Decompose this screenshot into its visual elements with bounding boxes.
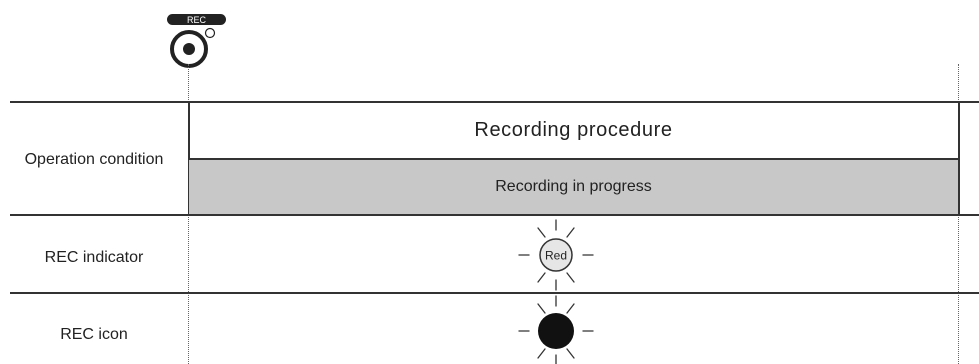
rec-icon-dot-icon (518, 295, 594, 364)
row-divider-1 (10, 214, 979, 216)
rec-lamp-icon (204, 27, 216, 39)
recording-procedure-title: Recording procedure (474, 118, 673, 141)
recording-in-progress-bar: Recording in progress (189, 160, 960, 214)
rec-badge-label: REC (187, 15, 207, 25)
recording-in-progress-label: Recording in progress (495, 178, 652, 195)
rec-button-illustration: REC (167, 14, 226, 68)
rec-indicator-label: REC indicator (44, 249, 144, 266)
lamp-glow-rays (518, 219, 594, 291)
recording-procedure-header: Recording procedure (189, 102, 960, 160)
operation-condition-label: Operation condition (24, 151, 164, 168)
lamp-color-label: Red (545, 249, 567, 263)
rec-button-dot (183, 43, 195, 55)
rec-badge (167, 14, 226, 25)
table-top-border (10, 101, 979, 103)
row-divider-2 (10, 292, 979, 294)
rec-icon-label: REC icon (60, 326, 128, 343)
lamp-circle (539, 238, 573, 272)
rec-dot (538, 313, 574, 349)
rec-indicator-lamp-icon: Red (518, 219, 594, 291)
dot-glow-rays (518, 295, 594, 364)
